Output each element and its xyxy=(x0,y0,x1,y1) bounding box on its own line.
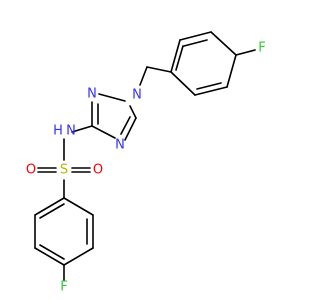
bond xyxy=(235,49,256,56)
bond xyxy=(39,203,65,219)
bond xyxy=(124,117,137,141)
bond xyxy=(146,66,172,73)
bond xyxy=(34,247,65,266)
nitrogen-atom-nh: N xyxy=(66,124,76,139)
bond xyxy=(210,31,237,56)
bond xyxy=(91,125,116,139)
fluorine-atom-bottom: F xyxy=(60,280,67,295)
bond xyxy=(63,197,94,216)
atom-labels: F N N N N H S O O F xyxy=(26,41,266,295)
bond xyxy=(175,45,184,71)
fluorine-atom-top: F xyxy=(258,41,265,56)
nitrogen-atom-n1: N xyxy=(132,88,142,103)
hydrogen-atom-nh: H xyxy=(53,124,63,139)
bonds xyxy=(34,31,256,281)
oxygen-atom-right: O xyxy=(93,163,103,178)
nitrogen-atom-n4: N xyxy=(115,138,125,153)
bond xyxy=(120,116,131,135)
bond xyxy=(39,244,65,260)
bond xyxy=(170,71,196,96)
bond xyxy=(139,66,148,86)
bond xyxy=(63,247,94,266)
oxygen-atom-left: O xyxy=(26,163,36,178)
bond xyxy=(183,39,208,47)
nitrogen-atom-n2: N xyxy=(87,87,97,102)
bond xyxy=(194,86,228,96)
bond xyxy=(196,82,222,90)
bond xyxy=(129,105,137,119)
bond xyxy=(179,31,212,41)
bond xyxy=(226,54,237,88)
molecule-canvas: F N N N N H S O O F xyxy=(26,31,266,295)
molecule-structure: F N N N N H S O O F xyxy=(26,31,266,295)
bond xyxy=(34,197,65,216)
sulfur-atom: S xyxy=(60,163,68,178)
bond xyxy=(170,39,181,73)
bond xyxy=(71,125,93,133)
bond xyxy=(98,93,126,102)
